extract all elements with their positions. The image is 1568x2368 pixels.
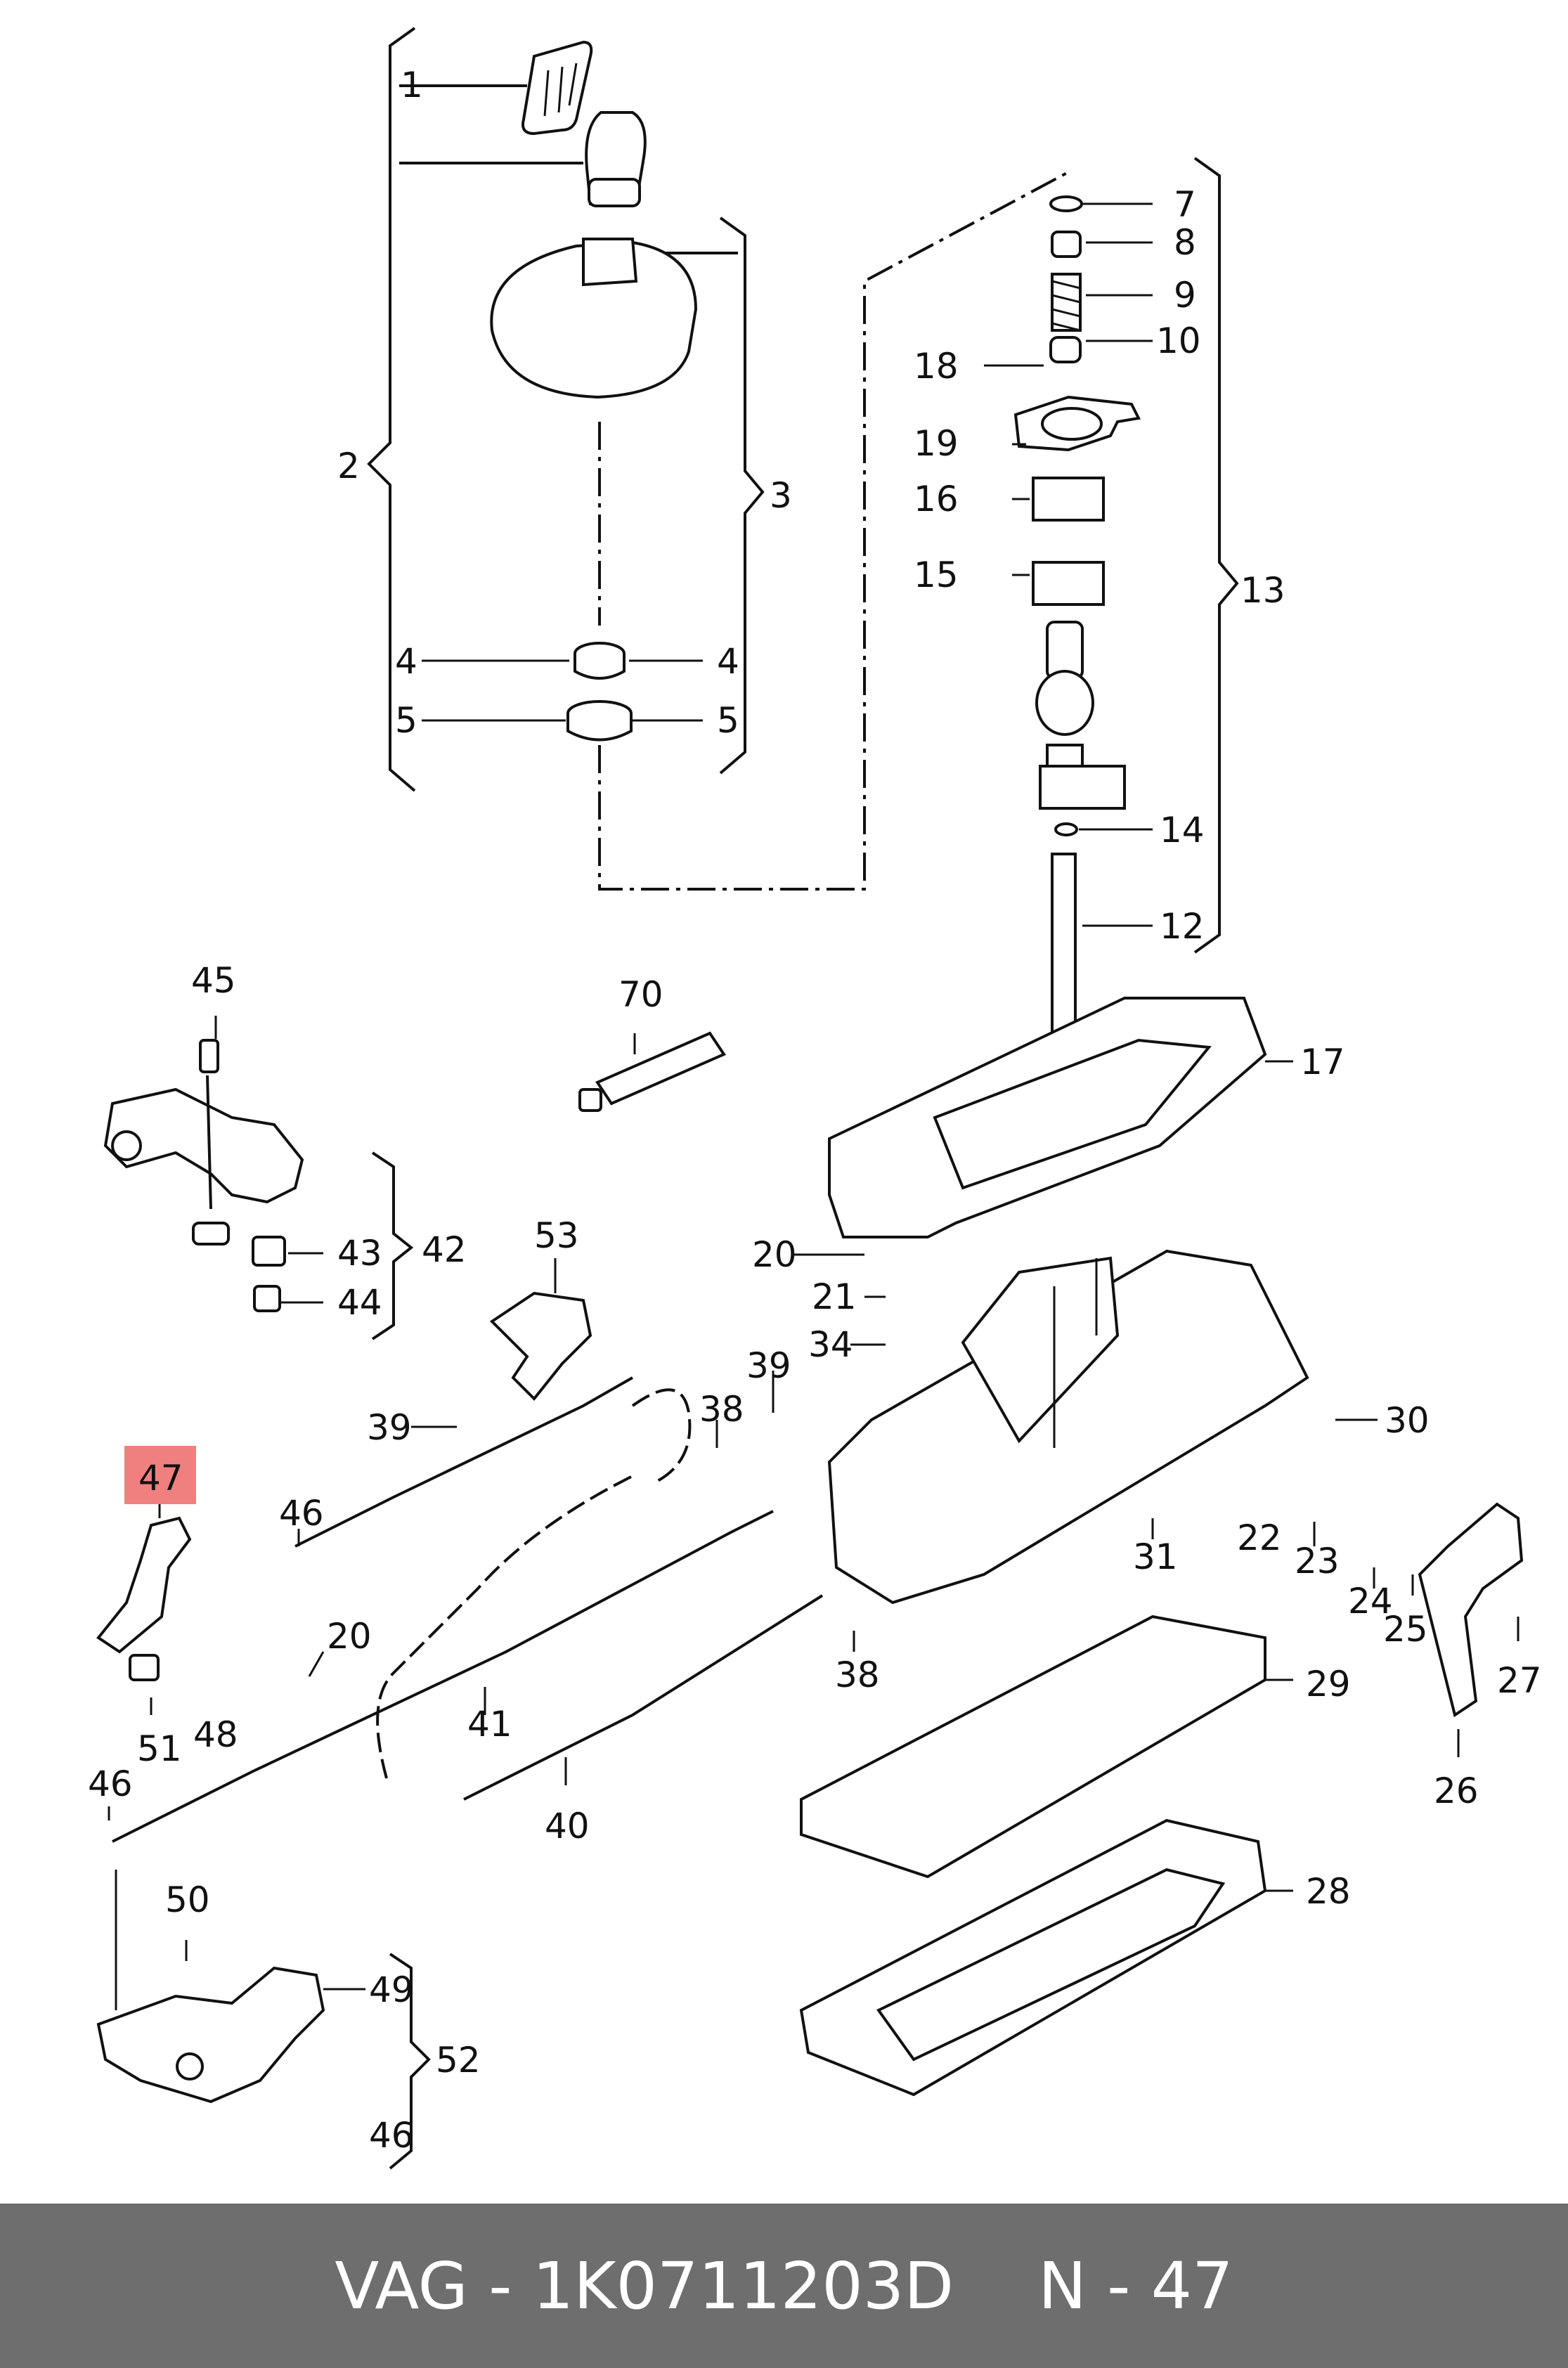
label-45: 45 [191,960,236,1001]
label-4-right: 4 [717,641,739,682]
highlight-box [124,1446,196,1504]
label-48: 48 [193,1714,238,1755]
axis-line [598,171,1069,891]
label-42: 42 [422,1229,467,1270]
label-10: 10 [1156,321,1201,361]
label-16: 16 [914,479,959,519]
label-29: 29 [1306,1664,1351,1704]
label-52: 52 [436,2040,481,2081]
shift-boot-icon [490,238,698,399]
label-43: 43 [337,1233,382,1274]
lever-49-icon [96,1966,325,2104]
label-22: 22 [1237,1518,1282,1558]
parts-exploded-diagram: 1 2 3 4 4 5 5 7 8 9 10 18 19 16 15 13 14… [88,27,1542,2170]
footer-part-number: VAG - 1K0711203D [335,2248,954,2324]
label-12: 12 [1160,906,1205,947]
bracket-13 [1193,157,1239,954]
label-19: 19 [914,423,959,464]
shift-cable-41 [112,1376,774,1843]
lever-26-icon [1418,1502,1524,1718]
label-39-right: 39 [746,1345,791,1386]
label-50: 50 [165,1879,210,1920]
label-38-bottom: 38 [835,1655,880,1695]
label-23: 23 [1295,1541,1340,1581]
gear-knob-icon [585,111,647,207]
label-70: 70 [618,974,663,1015]
label-27: 27 [1497,1660,1542,1701]
label-28: 28 [1306,1871,1351,1912]
ring-5-icon [566,700,633,742]
label-18: 18 [914,346,959,387]
footer-bar: VAG - 1K0711203D N - 47 [0,2204,1568,2368]
label-3: 3 [770,475,792,516]
label-39-left: 39 [367,1407,412,1448]
label-49: 49 [369,1969,414,2010]
knob-cap-icon [521,40,593,136]
tray-28-icon [799,1818,1267,2097]
label-44: 44 [337,1282,382,1323]
label-30: 30 [1385,1400,1430,1441]
bracket-3 [719,216,765,775]
label-20-top: 20 [752,1234,797,1275]
bracket-2 [367,27,416,792]
bracket-42-part-icon [103,1039,304,1312]
label-47: 47 [138,1458,183,1499]
label-51: 51 [137,1728,182,1769]
label-2: 2 [337,446,360,486]
ring-4-icon [574,642,626,680]
grease-tube-70-icon [578,1031,726,1112]
label-1: 1 [401,65,423,105]
label-17: 17 [1300,1042,1345,1082]
label-13: 13 [1240,570,1285,611]
label-15: 15 [914,555,959,595]
lever-47-icon [96,1516,192,1681]
label-5-left: 5 [395,700,417,741]
label-5-right: 5 [717,700,739,741]
label-24: 24 [1348,1581,1393,1622]
shift-lever-assembly [1013,195,1141,1161]
label-26: 26 [1434,1771,1479,1811]
label-38-top: 38 [699,1389,744,1430]
label-46-top: 46 [279,1493,324,1534]
shifter-housing-31-icon [827,1249,1309,1605]
bracket-52 [389,1953,431,2170]
label-46-mid: 46 [88,1764,133,1804]
label-25: 25 [1383,1609,1428,1650]
label-40: 40 [545,1806,590,1846]
label-9: 9 [1174,275,1196,316]
label-53: 53 [534,1215,579,1256]
bracket-53-icon [489,1291,592,1401]
shift-cable-40 [463,1594,824,1801]
label-7: 7 [1174,184,1196,225]
label-31: 31 [1133,1536,1178,1577]
label-46-bottom: 46 [369,2115,414,2156]
bracket-42 [371,1151,414,1340]
label-8: 8 [1174,222,1196,263]
label-4-left: 4 [395,641,417,682]
label-20-bottom: 20 [327,1616,372,1657]
footer-item-number: N - 47 [1038,2248,1233,2324]
label-21: 21 [812,1276,857,1317]
label-14: 14 [1160,810,1205,850]
label-34: 34 [808,1324,853,1365]
gasket-17-icon [828,997,1267,1238]
label-41: 41 [467,1704,512,1745]
